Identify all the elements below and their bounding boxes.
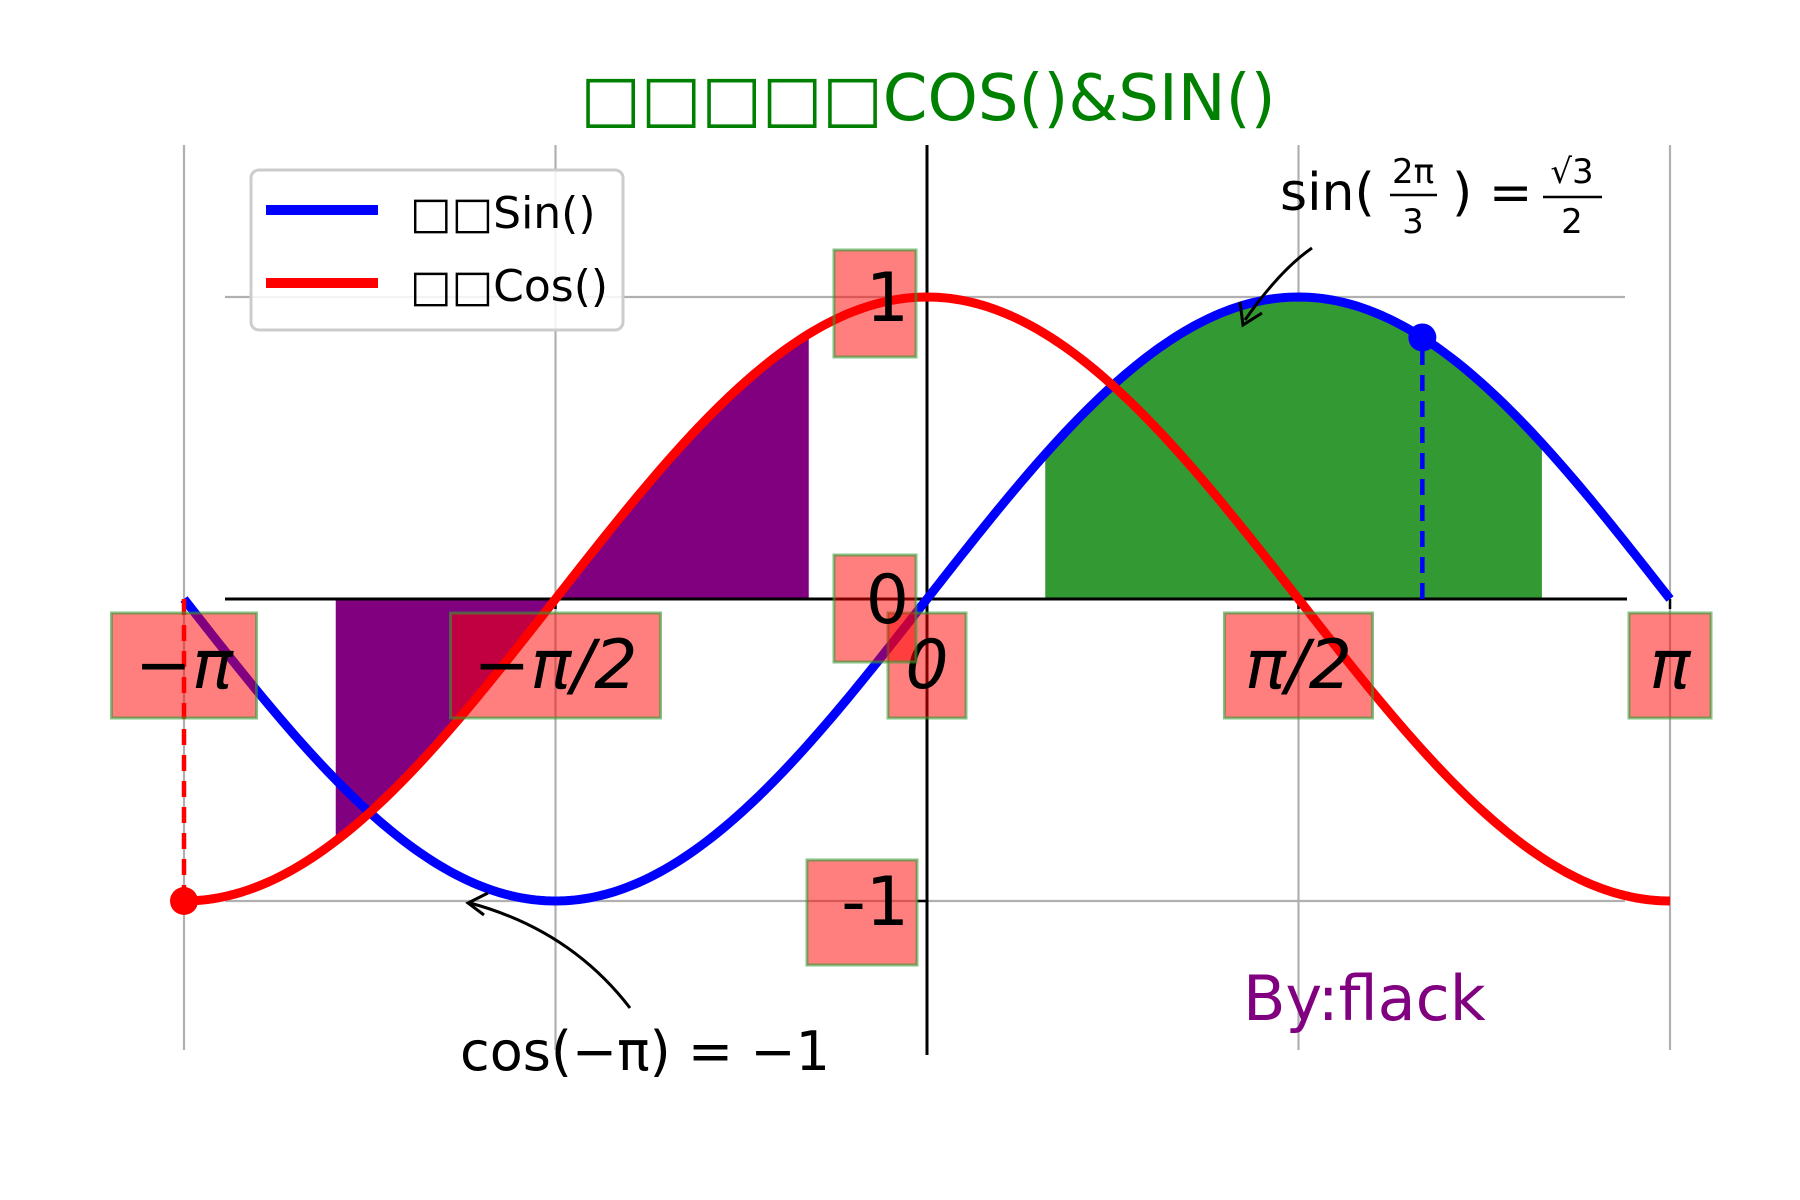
sin-annotation-arrowhead <box>1238 301 1263 328</box>
cos-annotation-arrow <box>469 901 632 1009</box>
fill-areas <box>335 297 1542 841</box>
sin-label-mid: ) = <box>1452 163 1532 223</box>
x-tick-label-4: π <box>1650 626 1692 705</box>
x-tick-label-1: −π/2 <box>473 626 637 705</box>
x-tick-label-0: −π <box>135 626 234 705</box>
x-tick-box-1 <box>448 611 662 720</box>
chart-title: □□□□□COS()&SIN() <box>580 62 1275 136</box>
x-tick-box-0 <box>110 611 259 720</box>
y-tick-label-1: 0 <box>866 561 909 640</box>
sin-label-rhs-den: 2 <box>1561 202 1583 242</box>
sin-label-frac-den: 3 <box>1402 202 1424 242</box>
sin-label-prefix: sin( <box>1280 163 1375 223</box>
sin-label-frac-num: 2π <box>1392 152 1434 192</box>
x-tick-box-3 <box>1223 611 1375 720</box>
y-tick-box-1 <box>832 553 918 664</box>
sin-point-marker <box>1408 323 1437 352</box>
cos-annotation-arrowhead <box>465 891 489 917</box>
y-tick-box-0 <box>832 248 918 359</box>
legend-sin-label: □□Sin() <box>410 188 596 239</box>
series-line-cos <box>183 292 1671 906</box>
legend-cos-label: □□Cos() <box>410 261 608 312</box>
sin-annotation-arrow <box>1243 246 1313 321</box>
cos-point-marker <box>170 887 199 915</box>
x-tick-box-4 <box>1627 611 1713 720</box>
sin-annotation-label: sin( 2π 3 ) = √3 2 <box>1280 152 1602 242</box>
watermark-text: By:flack <box>1243 962 1486 1035</box>
x-tick-box-2 <box>886 611 968 720</box>
fill-area-cos <box>335 333 809 841</box>
y-tick-label-2: -1 <box>841 863 909 942</box>
annotations: cos(−π) = −1 sin( 2π 3 ) = √3 2 <box>170 152 1602 1083</box>
fill-area-sin <box>1045 297 1542 599</box>
sin-label-rhs-num: √3 <box>1550 152 1593 192</box>
legend: □□Sin() □□Cos() <box>249 168 625 332</box>
cos-annotation-label: cos(−π) = −1 <box>460 1020 830 1083</box>
y-tick-box-2 <box>805 858 919 967</box>
x-tick-label-3: π/2 <box>1245 626 1352 705</box>
y-tick-label-0: 1 <box>866 259 909 338</box>
